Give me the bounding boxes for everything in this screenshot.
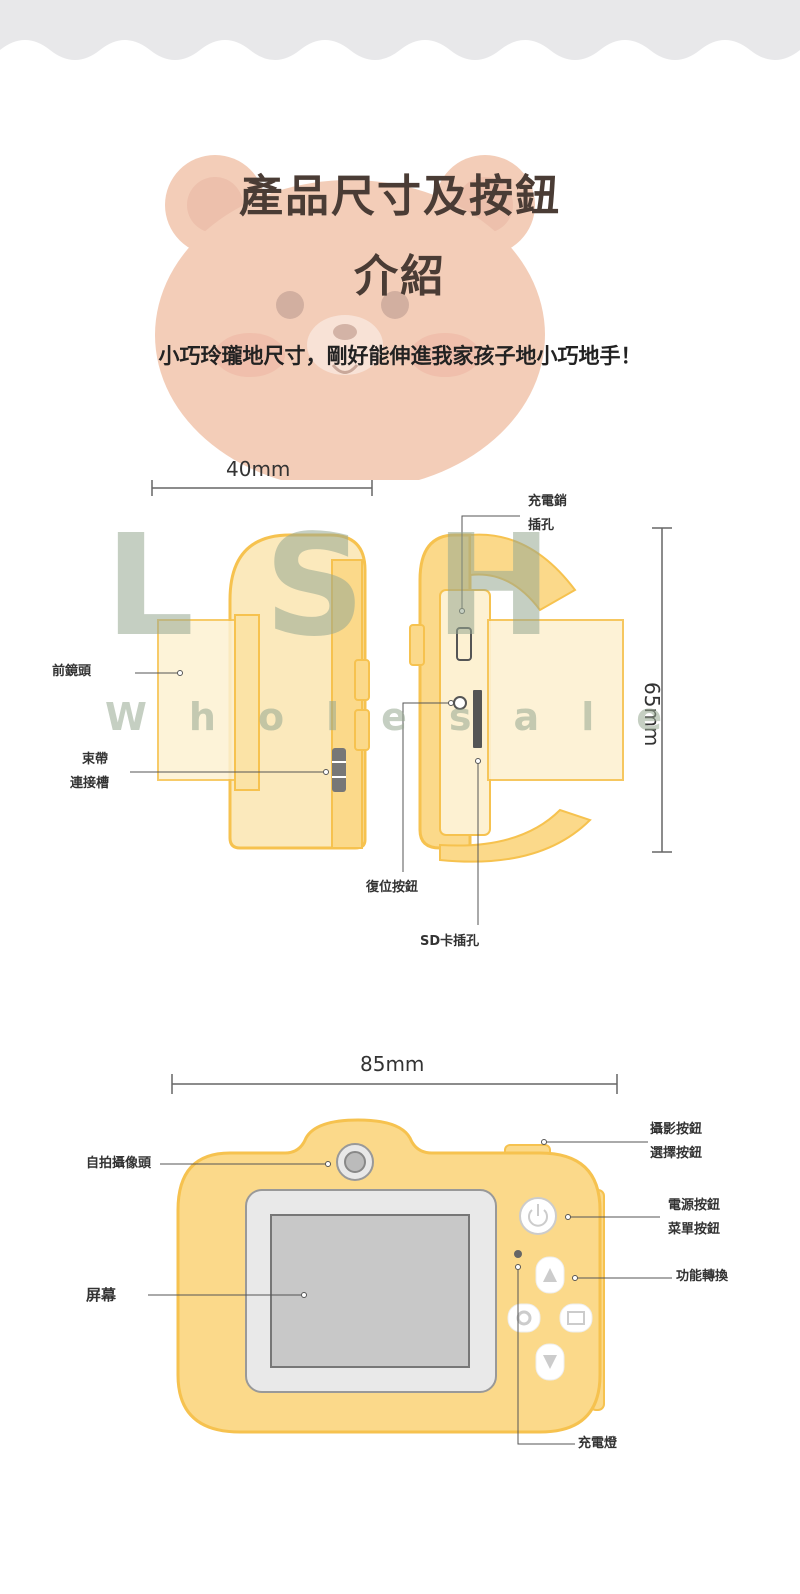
- bear-decoration: [155, 155, 545, 480]
- charge-light-label: 充電燈: [578, 1436, 618, 1451]
- power-button-label-2: 菜單按鈕: [668, 1222, 721, 1237]
- shutter-button-label-2: 選擇按鈕: [650, 1146, 703, 1161]
- page-title-line-2: 介紹: [354, 251, 446, 302]
- power-button-label-1: 電源按鈕: [668, 1198, 721, 1213]
- back-view-diagram: [148, 1074, 672, 1445]
- shutter-button-label-1: 攝影按鈕: [650, 1122, 703, 1137]
- watermark-lsh: LSH: [105, 505, 623, 668]
- width-dimension-85mm: 85mm: [360, 1052, 425, 1076]
- front-lens-label: 前鏡頭: [52, 664, 92, 679]
- watermark-wholesale: Wholesale: [105, 695, 704, 739]
- side-view-diagram: [130, 480, 672, 925]
- charge-port-label-1: 充電銷: [528, 494, 568, 509]
- width-dimension-40mm: 40mm: [226, 457, 291, 481]
- page-subtitle: 小巧玲瓏地尺寸，剛好能伸進我家孩子地小巧地手！: [158, 344, 642, 368]
- charge-port-label-2: 插孔: [528, 518, 555, 533]
- strap-slot-label-1: 束帶: [82, 752, 109, 767]
- page-title-line-1: 產品尺寸及按鈕: [239, 171, 561, 222]
- wavy-top-banner: [0, 0, 800, 60]
- strap-slot-label-2: 連接槽: [70, 776, 110, 791]
- selfie-camera-label: 自拍攝像頭: [86, 1156, 152, 1171]
- screen-label: 屏幕: [86, 1286, 117, 1304]
- reset-button-label: 復位按鈕: [366, 880, 419, 895]
- function-switch-label: 功能轉換: [676, 1269, 729, 1284]
- sd-slot-label: SD卡插孔: [420, 934, 480, 949]
